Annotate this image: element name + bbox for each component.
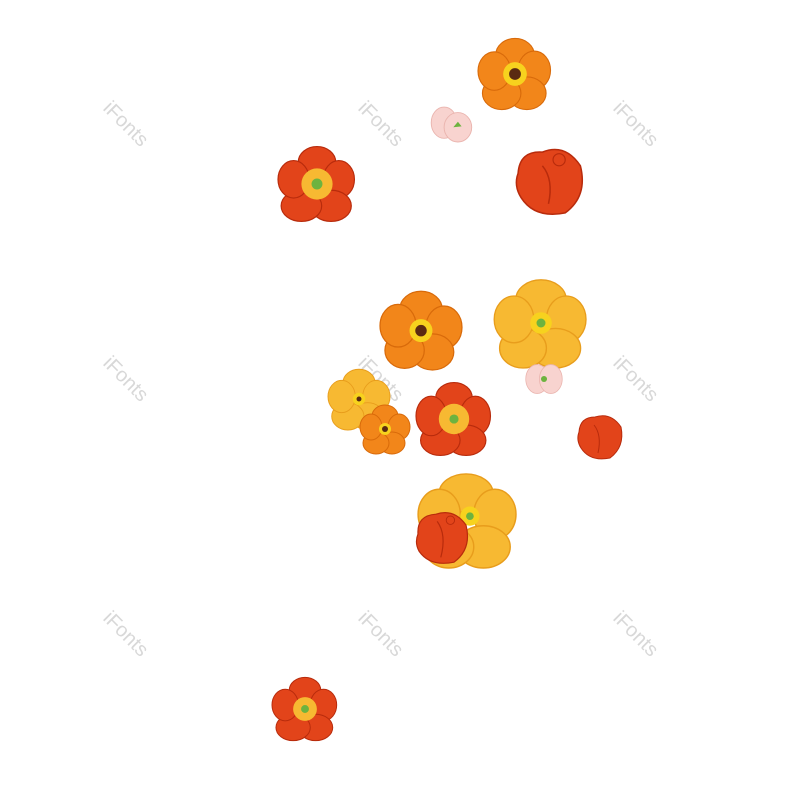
pink-bud-top <box>428 102 474 148</box>
watermark: iFonts <box>608 607 663 662</box>
watermark: iFonts <box>98 607 153 662</box>
yellow-poppy-left <box>327 368 391 431</box>
watermark: iFonts <box>608 97 663 152</box>
watermark: iFonts <box>98 97 153 152</box>
red-poppy-left <box>277 142 356 226</box>
red-poppy-bottom-left <box>271 670 338 748</box>
watermark: iFonts <box>98 352 153 407</box>
orange-poppy-small <box>359 402 411 456</box>
orange-poppy-center <box>379 284 463 374</box>
red-tulip-bottom <box>412 506 472 568</box>
pink-bud-center <box>518 360 570 398</box>
yellow-poppy-right <box>493 278 588 369</box>
watermark: iFonts <box>353 607 408 662</box>
red-tulip-small <box>574 412 626 462</box>
watermark: iFonts <box>353 97 408 152</box>
watermark: iFonts <box>608 352 663 407</box>
red-poppy-center <box>415 376 492 462</box>
red-tulip-right <box>512 142 588 220</box>
orange-poppy-top <box>477 32 552 116</box>
